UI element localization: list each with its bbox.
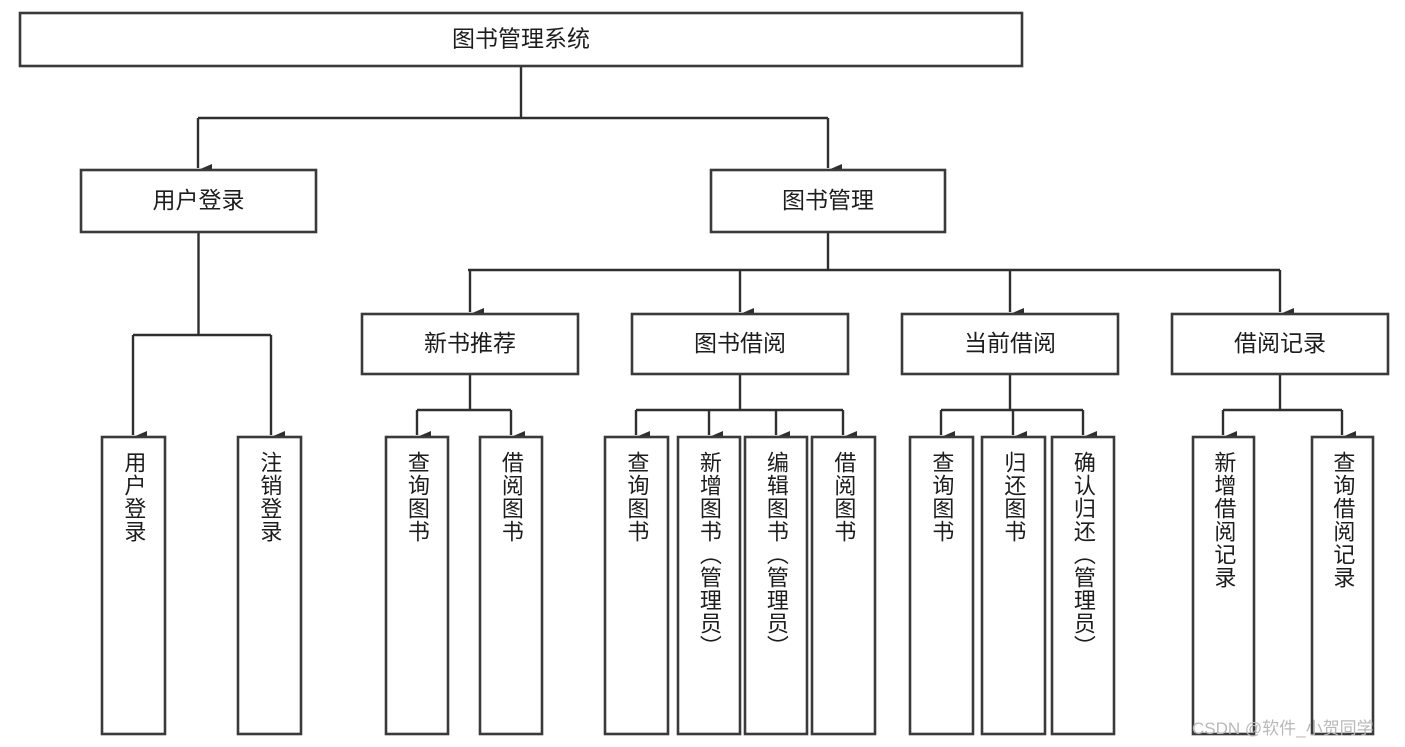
node-leaf-box-11[interactable] — [1191, 435, 1256, 736]
node-leaf-box-1[interactable] — [236, 435, 303, 736]
node-level1-box-0[interactable] — [79, 168, 318, 234]
node-leaf-box-6[interactable] — [743, 435, 809, 736]
node-level2-label-2: 当前借阅 — [964, 330, 1056, 356]
node-level1-label-1: 图书管理 — [782, 187, 874, 213]
node-level2-box-0[interactable] — [360, 312, 580, 376]
node-level2-label-3: 借阅记录 — [1234, 330, 1326, 356]
node-leaf-box-7[interactable] — [810, 435, 877, 736]
node-level2-box-1[interactable] — [630, 312, 850, 376]
node-leaf-box-0[interactable] — [100, 435, 167, 736]
node-leaf-box-8[interactable] — [908, 435, 975, 736]
node-level2-label-1: 图书借阅 — [694, 330, 786, 356]
node-level1-label-0: 用户登录 — [153, 187, 245, 213]
node-leaf-box-12[interactable] — [1310, 435, 1375, 736]
connector-layer — [119, 66, 1356, 455]
node-level2-label-0: 新书推荐 — [424, 330, 516, 356]
watermark: CSDN @软件_小贺同学 — [1192, 719, 1374, 738]
node-root-label: 图书管理系统 — [452, 26, 590, 52]
node-leaf-box-3[interactable] — [478, 435, 544, 736]
node-leaf-box-2[interactable] — [384, 435, 450, 736]
node-leaf-box-4[interactable] — [603, 435, 670, 736]
node-root-box[interactable] — [18, 11, 1024, 68]
node-level1-box-1[interactable] — [709, 168, 947, 234]
node-level2-box-2[interactable] — [900, 312, 1120, 376]
node-level2-box-3[interactable] — [1170, 312, 1390, 376]
node-leaf-box-10[interactable] — [1050, 435, 1116, 736]
node-leaf-box-9[interactable] — [980, 435, 1047, 736]
node-leaf-box-5[interactable] — [676, 435, 742, 736]
